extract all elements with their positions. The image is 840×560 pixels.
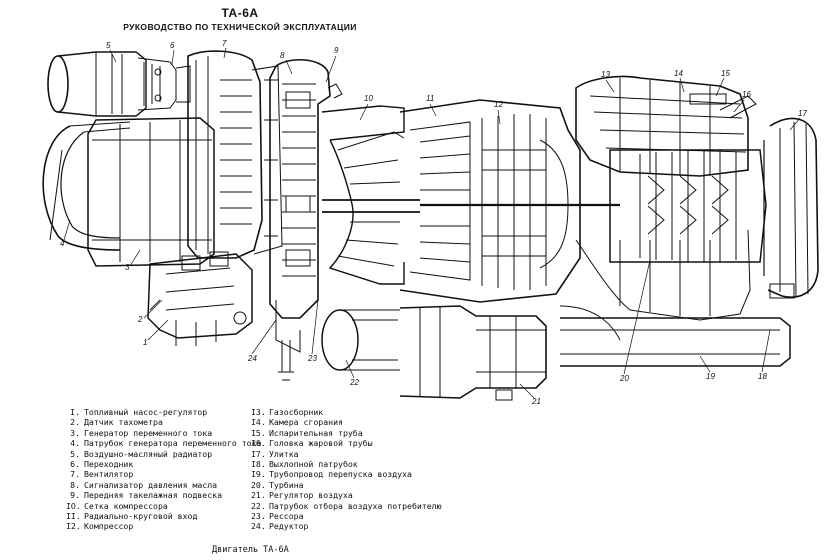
callout-11: 11 [426,94,434,103]
callout-6: 6 [170,41,175,50]
legend-item: 23.Рессора [251,511,304,522]
legend-item: I6.Головка жаровой трубы [251,438,373,449]
legend-item: I3.Газосборник [251,407,324,417]
callout-2: 2 [137,315,143,324]
legend-item: 20.Турбина [251,479,304,490]
radiator-drawing [87,117,215,267]
bypass-pipe-drawing [559,305,791,367]
intake-pipe-drawing [47,51,191,117]
callout-14: 14 [674,69,683,78]
legend-item: 3.Генератор переменного тока [70,427,213,438]
legend-item: 21.Регулятор воздуха [251,490,353,501]
engine-cutaway-drawing: 1 2 3 4 5 6 7 8 9 10 11 12 13 14 15 16 1… [42,39,819,405]
legend-item: I2.Компрессор [66,521,134,532]
legend-right-column: I3.Газосборник I4.Камера сгорания I5.Исп… [251,407,442,532]
legend-item: 24.Редуктор [251,521,309,532]
legend-item: I.Топливный насос-регулятор [70,407,208,417]
air-regulator-drawing [399,305,547,401]
callout-leader-lines [63,47,801,399]
document-header: ТА-6А РУКОВОДСТВО ПО ТЕХНИЧЕСКОЙ ЭКСПЛУА… [0,6,480,32]
legend-left-column: I.Топливный насос-регулятор 2.Датчик тах… [66,407,262,532]
legend-item: 8.Сигнализатор давления масла [70,479,218,490]
callout-22: 22 [349,378,359,387]
bleed-duct-drawing [321,309,400,371]
legend-item: 7.Вентилятор [70,469,134,480]
legend-item: I8.Выхлопной патрубок [251,459,358,470]
callout-15: 15 [721,69,730,78]
figure-caption: Двигатель ТА-6А [212,545,289,555]
page-subtitle: РУКОВОДСТВО ПО ТЕХНИЧЕСКОЙ ЭКСПЛУАТАЦИИ [123,22,357,32]
legend-item: I9.Трубопровод перепуска воздуха [251,469,412,480]
exhaust-drawing [763,117,819,299]
callout-1: 1 [143,338,147,347]
legend-item: II.Радиально-круговой вход [66,511,198,522]
legend-item: 22.Патрубок отбора воздуха потребителю [251,500,442,511]
callout-4: 4 [60,239,65,248]
callout-17: 17 [798,109,807,118]
legend-item: I5.Испарительная труба [251,427,363,438]
page-title: ТА-6А [221,6,259,20]
callout-12: 12 [494,100,503,109]
callout-10: 10 [364,94,373,103]
compressor-drawing [399,99,620,303]
legend-item: I7.Улитка [251,448,299,459]
turbine-drawing [609,149,767,263]
callout-8: 8 [280,51,285,60]
fuel-pump-drawing [147,251,253,346]
callout-21: 21 [531,397,541,405]
callout-labels: 1 2 3 4 5 6 7 8 9 10 11 12 13 14 15 16 1… [60,39,807,405]
callout-13: 13 [601,70,610,79]
callout-19: 19 [706,372,715,381]
legend-item: 2.Датчик тахометра [70,417,163,428]
generator-duct-drawing [42,121,131,251]
legend-item: 4.Патрубок генератора переменного тока [70,438,262,449]
reducer-drawing [269,58,343,381]
combustion-chamber-drawing [575,75,757,321]
callout-7: 7 [222,39,227,48]
callout-5: 5 [106,41,111,50]
legend-item: 9.Передняя такелажная подвеска [70,490,223,501]
fan-drawing [187,50,283,259]
callout-24: 24 [247,354,257,363]
legend-item: 6.Переходник [70,459,134,470]
legend-item: 5.Воздушно-масляный радиатор [70,448,213,459]
callout-23: 23 [307,354,317,363]
legend-item: I4.Камера сгорания [251,417,343,428]
callout-9: 9 [334,46,339,55]
callout-18: 18 [758,372,767,381]
callout-3: 3 [125,263,130,272]
callout-16: 16 [742,90,751,99]
callout-20: 20 [619,374,629,383]
legend-item: IO.Сетка компрессора [66,500,168,511]
compressor-inlet-drawing [321,105,420,285]
